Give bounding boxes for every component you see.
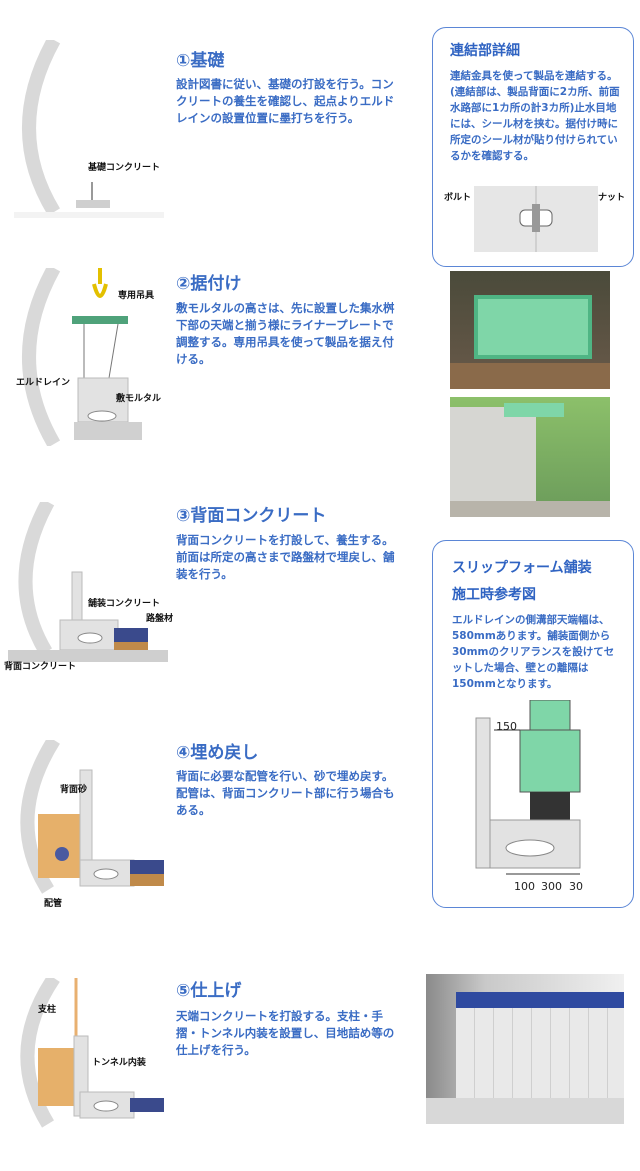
slipform-subtitle: 施工時参考図 [452, 587, 536, 603]
label-post: 支柱 [38, 1005, 57, 1015]
step1-diagram [14, 40, 164, 218]
slipform-diagram [475, 700, 581, 875]
installation-photo [450, 397, 610, 517]
step5-text: 天端コンクリートを打設する。支柱・手摺・トンネル内装を設置し、目地詰め等の仕上げ… [176, 1009, 395, 1057]
label-bolt: ボルト [444, 193, 472, 203]
label-piping: 配管 [44, 899, 63, 909]
dim-30: 30 [569, 880, 583, 893]
step5-diagram [20, 978, 164, 1128]
step4-text: 背面に必要な配管を行い、砂で埋め戻す。配管は、背面コンクリート部に行う場合もある… [176, 769, 395, 817]
lifting-photo [450, 271, 610, 389]
label-subbase: 路盤材 [146, 614, 174, 624]
step4-title: ④埋め戻し [176, 743, 259, 763]
step2-title: ②据付け [176, 274, 242, 294]
label-paving-concrete: 舗装コンクリート [88, 599, 161, 609]
step5-title: ⑤仕上げ [176, 981, 242, 1001]
label-nut: ナット [598, 193, 626, 203]
label-back-concrete: 背面コンクリート [4, 662, 77, 672]
dim-100: 100 [514, 880, 535, 893]
step1-title: ①基礎 [176, 51, 225, 71]
label-lifting-tool: 専用吊具 [118, 291, 155, 301]
label-tunnel-lining: トンネル内装 [92, 1058, 146, 1068]
step2-diagram [22, 268, 142, 446]
step3-title: ③背面コンクリート [176, 506, 327, 526]
joint-detail-box [432, 27, 634, 267]
step2-text: 敷モルタルの高さは、先に設置した集水桝下部の天端と揃う様にライナープレートで調整… [176, 301, 395, 366]
step3-text: 背面コンクリートを打設して、養生する。前面は所定の高さまで路盤材で埋戻し、舗装を… [176, 533, 395, 581]
label-foundation-concrete: 基礎コンクリート [88, 163, 161, 173]
dim-300: 300 [541, 880, 562, 893]
step3-diagram [8, 502, 168, 662]
joint-detail-text: 連結金具を使って製品を連結する。(連結部は、製品背面に2カ所、前面水路部に1カ所… [450, 70, 620, 162]
tunnel-photo [426, 974, 624, 1124]
slipform-text: エルドレインの側溝部天端幅は、580mmあります。舗装面側から30mmのクリアラ… [452, 614, 615, 690]
dim-150: 150 [496, 720, 517, 733]
step1-text: 設計図書に従い、基礎の打設を行う。コンクリートの養生を確認し、起点よりエルドレイ… [176, 77, 395, 125]
slipform-title: スリップフォーム舗装 [452, 560, 592, 576]
joint-diagram [474, 186, 598, 252]
label-eldrain: エルドレイン [16, 378, 71, 388]
label-back-sand: 背面砂 [60, 785, 88, 795]
step4-diagram [20, 740, 164, 894]
joint-detail-title: 連結部詳細 [450, 43, 520, 59]
label-bed-mortar: 敷モルタル [116, 394, 162, 404]
